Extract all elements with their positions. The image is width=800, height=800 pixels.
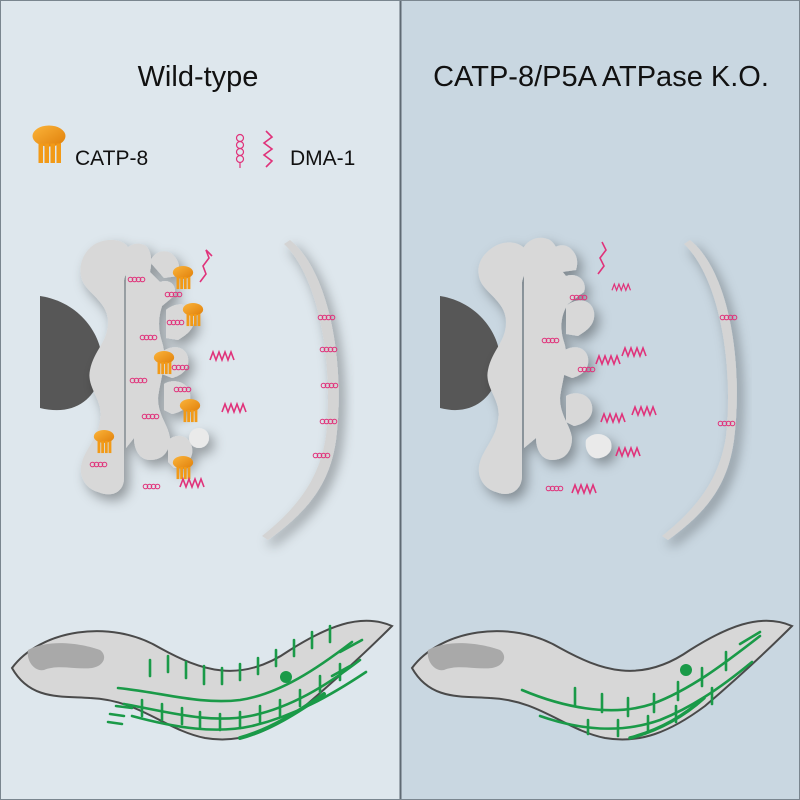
golgi-er-organelle	[478, 237, 612, 495]
neuron-cell-body	[680, 664, 692, 676]
pvd-neuron	[520, 630, 762, 740]
neuron-cell-body	[280, 671, 292, 683]
legend: CATP-8 DMA-1	[32, 125, 355, 170]
catp8-knockout-worm	[410, 619, 794, 741]
wild-type-cell	[40, 239, 339, 540]
dma1-wave	[597, 241, 607, 275]
nucleus	[440, 296, 500, 411]
dma1-ring-legend-icon	[235, 133, 245, 168]
catp8-knockout-cell	[440, 237, 738, 540]
worm-pharynx	[27, 643, 105, 671]
worm-pharynx	[427, 643, 505, 671]
right-panel-title: CATP-8/P5A ATPase K.O.	[433, 61, 769, 93]
nucleus	[40, 296, 102, 411]
worm-body	[410, 619, 794, 741]
dma1-legend-label: DMA-1	[290, 147, 355, 170]
left-panel-title: Wild-type	[138, 61, 259, 93]
wild-type-worm	[10, 619, 394, 741]
dma1-wave	[199, 249, 213, 283]
dma1-wave-legend-icon	[262, 130, 274, 168]
pvd-neuron	[106, 624, 368, 740]
catp8-legend-label: CATP-8	[75, 147, 148, 170]
